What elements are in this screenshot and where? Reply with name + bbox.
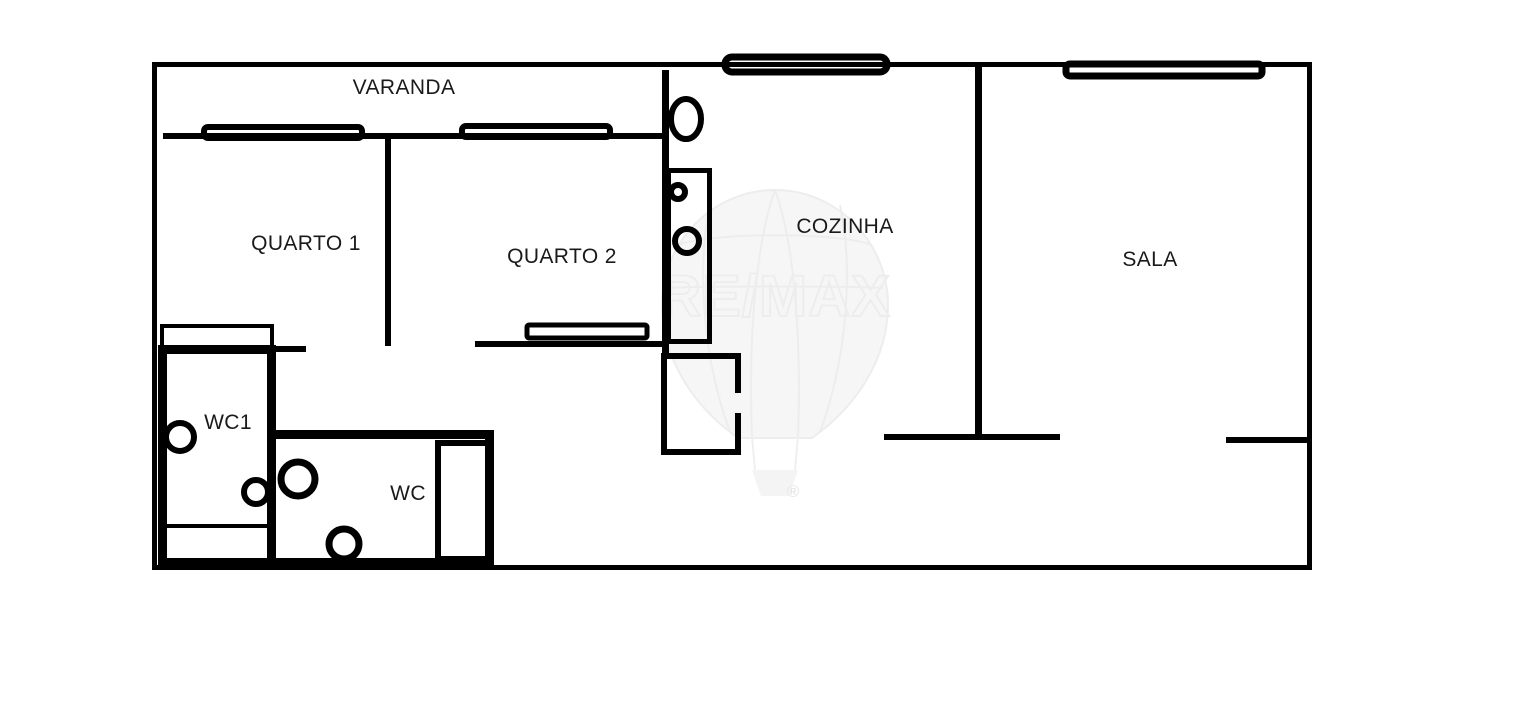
window-sala-top (1062, 60, 1266, 80)
windows (201, 53, 1266, 341)
balloon-ropes-icon (751, 435, 799, 471)
room-label-cozinha: COZINHA (796, 215, 894, 238)
room-label-varanda: VARANDA (352, 76, 456, 99)
room-label-quarto2: QUARTO 2 (507, 245, 617, 268)
balloon-basket-icon (752, 470, 798, 496)
remax-watermark: RE/MAX ® (658, 188, 891, 501)
balloon-gores-icon (666, 189, 884, 437)
fixture-wc-basin (277, 458, 319, 500)
window-cozinha-top (721, 53, 891, 76)
fixture-closet-large (672, 226, 702, 256)
fixture-closet-small (668, 182, 688, 202)
window-varanda-left (201, 124, 365, 141)
door-swing-corridor-upper (668, 96, 704, 142)
plumbing-fixtures (163, 96, 704, 563)
building-outline (152, 62, 1312, 570)
room-label-wc1: WC1 (204, 411, 252, 434)
room-label-quarto1: QUARTO 1 (251, 232, 361, 255)
fixture-wc1-toilet (241, 477, 271, 507)
interior-walls (163, 64, 1310, 443)
room-label-wc: WC (390, 482, 426, 505)
window-quarto2-south (524, 322, 650, 341)
window-varanda-right (459, 123, 613, 140)
room-label-sala: SALA (1122, 248, 1178, 271)
fixture-wc-toilet (325, 525, 363, 563)
remax-wordmark: RE/MAX (659, 264, 891, 329)
registered-mark-icon: ® (787, 482, 800, 501)
wc-walls (276, 430, 494, 567)
corridor-closet-walls (661, 168, 741, 455)
wc1-walls (158, 324, 276, 567)
fixture-wc1-basin (163, 420, 197, 454)
